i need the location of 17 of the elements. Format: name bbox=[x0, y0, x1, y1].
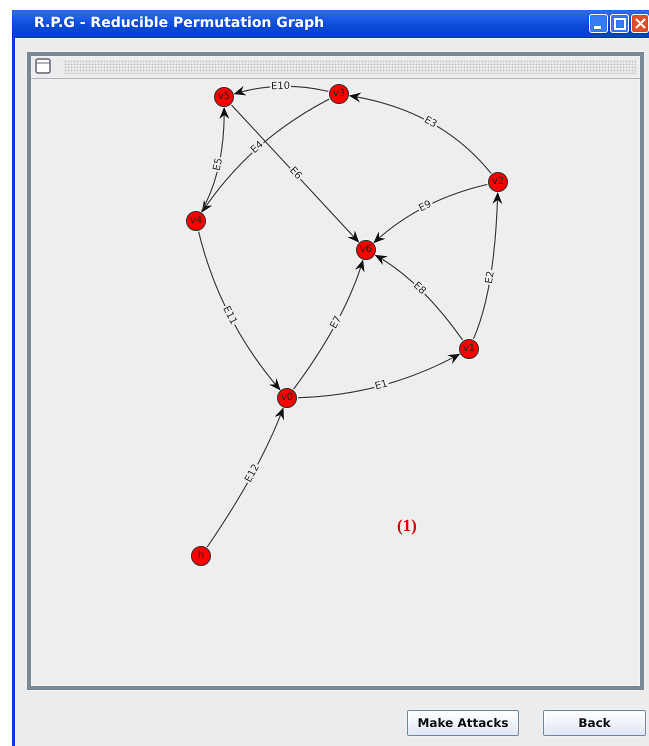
graph-number: (1) bbox=[397, 516, 417, 536]
window-title: R.P.G - Reducible Permutation Graph bbox=[34, 15, 324, 31]
arrow bbox=[200, 107, 230, 212]
arrow bbox=[202, 98, 330, 213]
arrow bbox=[472, 192, 502, 340]
arrow bbox=[231, 104, 360, 243]
make-attacks-button[interactable]: Make Attacks bbox=[407, 710, 519, 736]
back-button[interactable]: Back bbox=[543, 710, 646, 736]
arrow bbox=[374, 254, 464, 340]
arrow bbox=[293, 260, 364, 390]
arrow bbox=[373, 184, 488, 244]
arrow bbox=[234, 86, 328, 96]
arrow bbox=[298, 354, 460, 398]
arrow bbox=[348, 92, 492, 174]
arrow bbox=[206, 407, 284, 548]
edge-label: E10 bbox=[270, 80, 292, 92]
arrow bbox=[198, 232, 280, 390]
